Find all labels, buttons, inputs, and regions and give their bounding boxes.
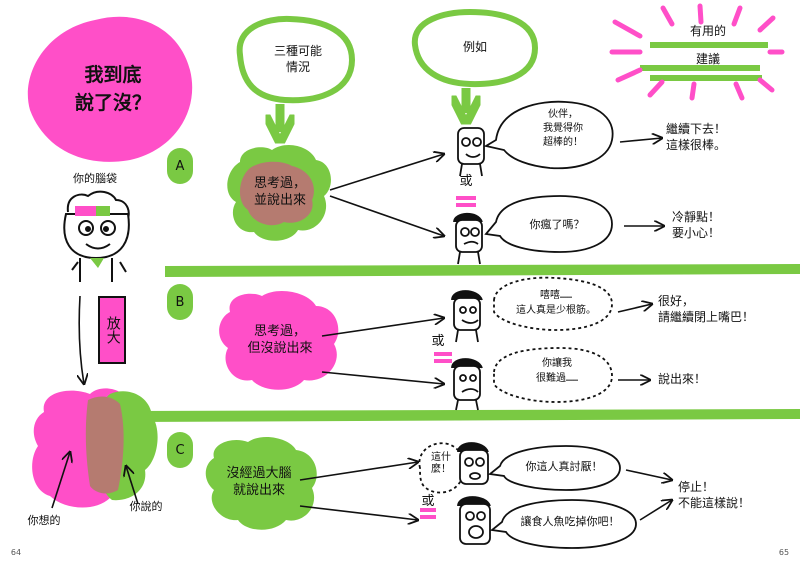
page-number-left: 64 (10, 548, 22, 557)
advice-a1: 繼續下去！ 這樣很棒。 (666, 122, 727, 152)
cloud-c (205, 436, 317, 530)
character-c2 (457, 496, 491, 545)
character-c1 (457, 442, 489, 485)
or-label-c: 或 (421, 494, 435, 509)
cloud-c-label: 沒經過大腦 就說出來 (226, 466, 292, 498)
page-title: 我到底 說了沒？ (58, 62, 168, 117)
useful-advice-line-1: 有用的 (689, 24, 726, 38)
character-b2 (451, 358, 483, 411)
speech-bubble-a1 (483, 100, 614, 170)
thought-bubble-b1 (493, 276, 613, 331)
or-label-a: 或 (459, 174, 473, 189)
zoom-arrow (79, 295, 84, 384)
zoom-box: 放大 (98, 296, 126, 364)
character-b1 (451, 290, 483, 343)
head-label: 你的腦袋 (73, 172, 117, 185)
zoom-label: 放大 (104, 316, 121, 344)
cloud-a-core (239, 161, 314, 226)
brain-said-label: 你說的 (129, 500, 163, 513)
speech-bubble-a2 (484, 195, 613, 253)
advice-b2: 說出來！ (658, 372, 707, 386)
section-marker-b: B (167, 284, 193, 320)
head-character (63, 190, 130, 282)
or-mark-b (434, 352, 452, 363)
advice-a2: 冷靜點！ 要小心！ (672, 210, 721, 240)
speech-bubble-c1 (487, 445, 621, 491)
advice-decoration (609, 3, 785, 101)
speech-c2: 讓食人魚吃掉你吧！ (520, 515, 620, 528)
three-cases-label: 三種可能 情況 (273, 44, 322, 74)
advice-c: 停止！ 不能這樣說！ (678, 480, 751, 510)
cloud-a-label: 思考過， 並說出來 (253, 176, 306, 208)
title-line-2: 說了沒？ (74, 91, 151, 114)
useful-advice-line-2: 建議 (695, 52, 720, 66)
title-line-1: 我到底 (84, 64, 142, 86)
character-a2 (453, 212, 483, 265)
thought-b2: 你讓我 很難過…… (535, 358, 579, 384)
character-a1 (457, 127, 485, 177)
brain-diagram (32, 388, 158, 509)
thought-b1: 嘻嘻…… 這人真是少根筋。 (516, 290, 596, 316)
speech-a1: 伙伴， 我覺得你 超棒的！ (543, 109, 583, 148)
section-marker-c: C (167, 432, 193, 468)
example-label: 例如 (462, 40, 487, 54)
section-marker-a: A (167, 148, 193, 184)
or-mark-a (456, 196, 476, 207)
cloud-b (219, 291, 339, 390)
speech-a2: 你瘋了嗎？ (529, 218, 585, 231)
speech-c1: 你這人真討厭！ (525, 460, 603, 473)
divider-band-2 (130, 409, 800, 422)
speech-bubble-c2 (489, 499, 637, 549)
thought-c0: 這什麼！ (431, 452, 451, 475)
example-bubble (411, 8, 539, 88)
page-number-right: 65 (778, 548, 790, 557)
advice-b1: 很好， 請繼續閉上嘴巴！ (658, 294, 755, 324)
three-cases-bubble (236, 15, 356, 104)
or-label-b: 或 (431, 334, 445, 349)
title-blob (27, 16, 193, 162)
divider-band-1 (165, 264, 800, 277)
brain-thought-label: 你想的 (27, 514, 61, 527)
cloud-b-label: 思考過， 但沒說出來 (247, 324, 313, 356)
or-mark-c (420, 508, 436, 519)
thought-bubble-b2 (493, 347, 613, 403)
